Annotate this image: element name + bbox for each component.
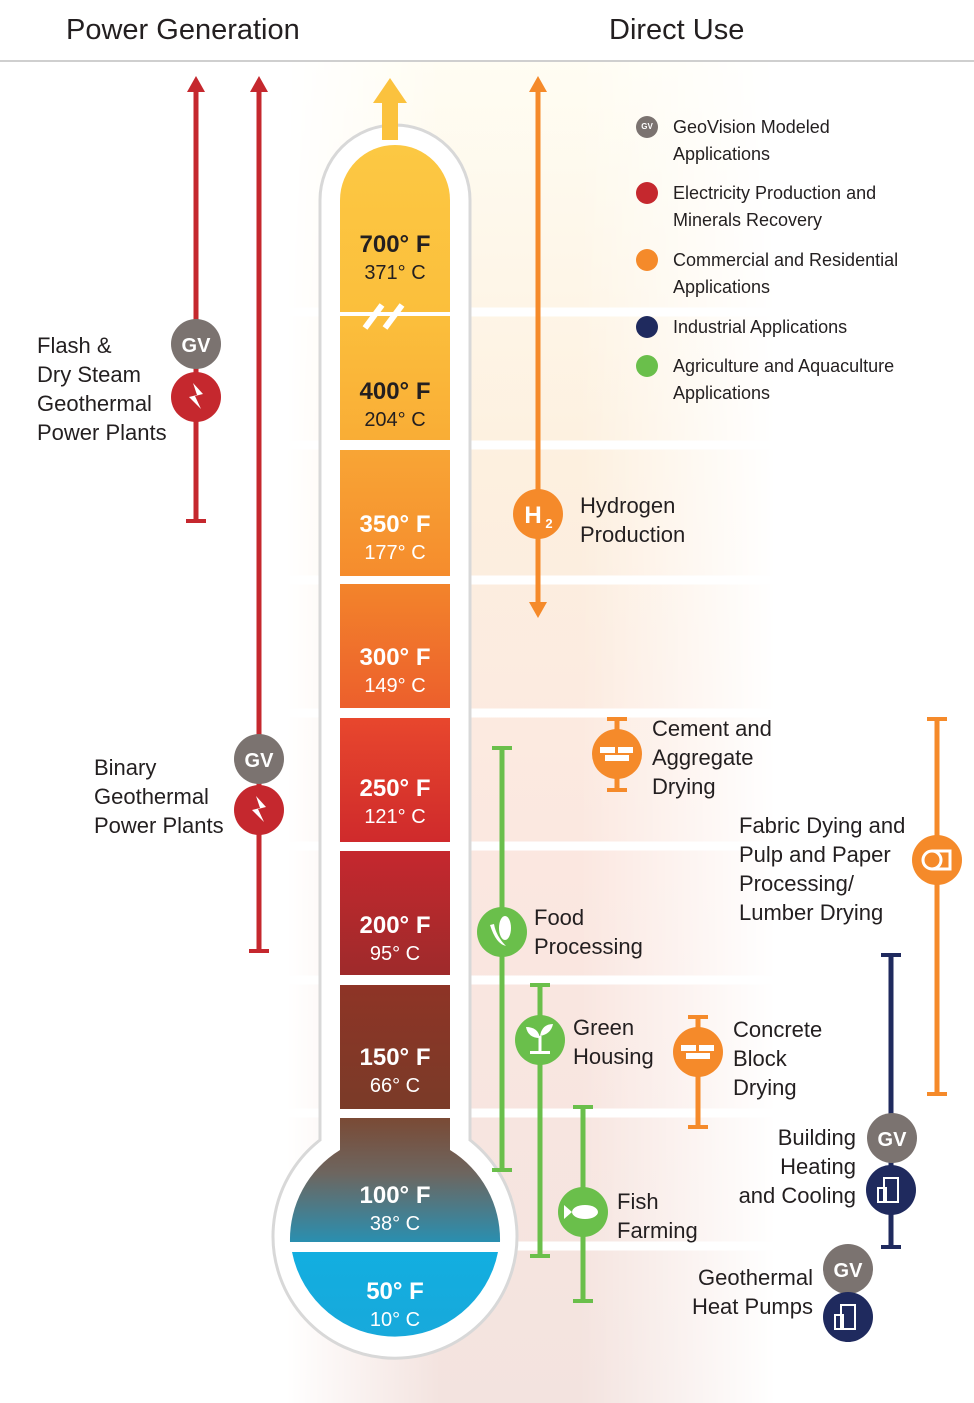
food-range-bar — [492, 746, 512, 1172]
brick-icon — [592, 729, 642, 779]
navy-dot-icon — [636, 316, 658, 338]
scale-break-mark — [362, 303, 405, 330]
gv-badge-icon: GV — [867, 1113, 917, 1163]
lightning-bolt-icon — [171, 372, 221, 422]
lightning-bolt-icon — [234, 785, 284, 835]
green-dot-icon — [636, 355, 658, 377]
sprout-icon — [515, 1015, 565, 1065]
svg-text:GV: GV — [878, 1129, 908, 1151]
thermometer-top-arrow — [373, 78, 407, 140]
svg-text:GV: GV — [834, 1260, 864, 1282]
gv-badge-icon: GV — [823, 1244, 873, 1294]
header-rule — [0, 60, 974, 62]
red-dot-icon — [636, 182, 658, 204]
svg-text:H: H — [524, 502, 541, 529]
building-icon — [823, 1292, 873, 1342]
orange-dot-icon — [636, 249, 658, 271]
power-generation-header: Power Generation — [66, 14, 300, 46]
fabric-roll-icon — [912, 835, 962, 885]
brick-icon — [673, 1027, 723, 1077]
hydrogen-icon: H 2 — [513, 489, 563, 539]
corn-icon — [477, 907, 527, 957]
gv-badge-icon: GV — [171, 319, 221, 369]
building-icon — [866, 1165, 916, 1215]
fabric-range-bar — [927, 717, 947, 1096]
fish-icon — [558, 1187, 608, 1237]
gv-badge-icon: GV — [636, 116, 658, 138]
flash-range-bar — [186, 76, 206, 523]
svg-text:GV: GV — [245, 750, 275, 772]
direct-use-header: Direct Use — [609, 14, 745, 46]
svg-text:GV: GV — [182, 335, 212, 357]
gv-badge-icon: GV — [234, 734, 284, 784]
svg-text:2: 2 — [545, 516, 552, 531]
